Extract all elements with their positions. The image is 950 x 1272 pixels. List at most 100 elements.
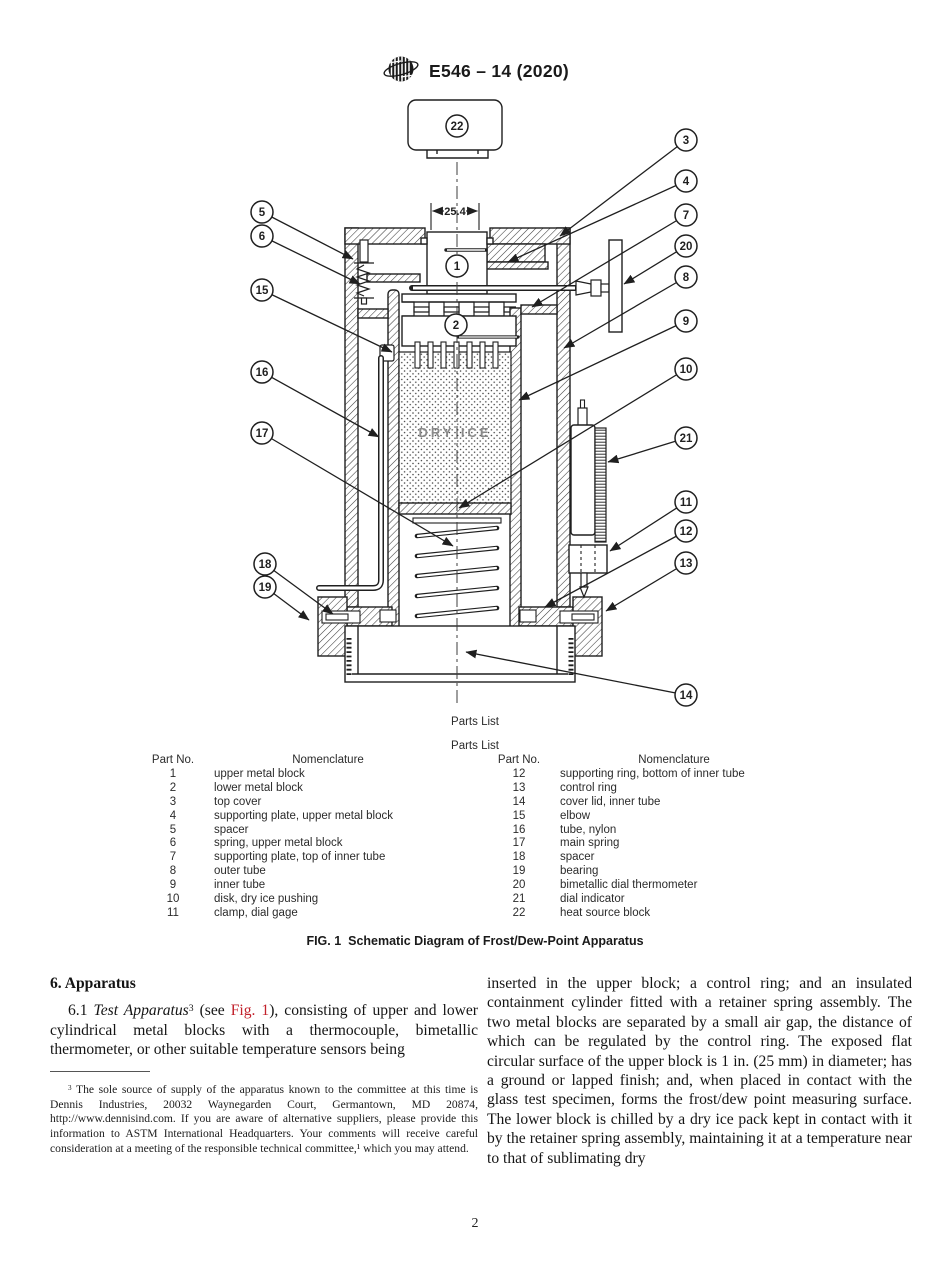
- callout-11: 11: [674, 490, 698, 514]
- parts-table-header: Part No. Nomenclature: [151, 754, 364, 766]
- callout-5: 5: [250, 200, 274, 224]
- standard-designation: E546 – 14 (2020): [428, 61, 570, 81]
- svg-text:17: 17: [256, 428, 269, 440]
- callout-10: 10: [674, 357, 698, 381]
- svg-text:22: 22: [451, 121, 464, 133]
- section-heading: 6. Apparatus: [50, 975, 136, 992]
- spacer-right: [559, 610, 599, 624]
- callout-7: 7: [674, 203, 698, 227]
- callout-leader-lines: [261, 139, 687, 696]
- svg-text:6: 6: [259, 231, 265, 243]
- figure-1-schematic-diagram: DRY ICE: [238, 85, 710, 717]
- callout-balloons: 1 2 22 3 4 7 20 8 9 10 21 11 12 13 14 5 …: [250, 114, 698, 707]
- svg-text:3: 3: [683, 135, 689, 147]
- callout-17: 17: [250, 421, 274, 445]
- dry-ice-label: DRY ICE: [418, 425, 491, 440]
- callout-13: 13: [674, 551, 698, 575]
- callout-16: 16: [250, 360, 274, 384]
- callout-19: 19: [253, 575, 277, 599]
- footnote-separator: [50, 1070, 150, 1072]
- svg-text:20: 20: [680, 241, 693, 253]
- svg-text:10: 10: [680, 364, 693, 376]
- callout-12: 12: [674, 519, 698, 543]
- supporting-plate-inner-tube-right: [520, 304, 558, 315]
- callout-15: 15: [250, 278, 274, 302]
- dimension-text: 25.4: [444, 206, 466, 218]
- svg-text:15: 15: [256, 285, 269, 297]
- page-header: E546 – 14 (2020): [0, 50, 950, 93]
- parts-table-header: Part No. Nomenclature: [497, 754, 710, 766]
- callout-14: 14: [674, 683, 698, 707]
- elbow-and-nylon-tube: [316, 344, 395, 591]
- svg-text:21: 21: [680, 433, 693, 445]
- callout-2: 2: [444, 313, 468, 337]
- svg-text:19: 19: [259, 582, 272, 594]
- callout-22: 22: [445, 114, 469, 138]
- svg-text:18: 18: [259, 559, 272, 571]
- svg-text:12: 12: [680, 526, 693, 538]
- bimetallic-dial-thermometer: [409, 239, 623, 333]
- left-column: 6. Apparatus 6.1 Test Apparatus3 (see Fi…: [50, 974, 478, 1168]
- spacer-left: [321, 610, 361, 624]
- dial-gage-clamp: [568, 544, 608, 574]
- callout-6: 6: [250, 224, 274, 248]
- callout-9: 9: [674, 309, 698, 333]
- figure-parts-list-label: Parts List: [451, 716, 499, 728]
- svg-text:4: 4: [683, 176, 690, 188]
- svg-text:5: 5: [259, 207, 266, 219]
- page-number: 2: [471, 1216, 479, 1231]
- base-shell: [344, 625, 576, 683]
- dry-ice-pushing-disk: [398, 502, 512, 524]
- svg-text:14: 14: [680, 690, 693, 702]
- figure-caption: FIG. 1 Schematic Diagram of Frost/Dew-Po…: [306, 934, 644, 948]
- supporting-ring-bottom-right: [519, 609, 537, 623]
- inner-tube-right-wall: [509, 307, 522, 642]
- callout-20: 20: [674, 234, 698, 258]
- svg-text:11: 11: [680, 497, 693, 509]
- supporting-ring-bottom-left: [379, 609, 397, 623]
- astm-logo-icon: [381, 50, 421, 93]
- svg-text:13: 13: [680, 558, 693, 570]
- callout-21: 21: [674, 426, 698, 450]
- callout-4: 4: [674, 169, 698, 193]
- supporting-plate-inner-tube-left: [357, 308, 389, 319]
- parts-table-title: Parts List: [451, 740, 499, 752]
- footnote-3: 3 The sole source of supply of the appar…: [50, 1083, 478, 1155]
- apparatus-cross-section: DRY ICE: [316, 99, 623, 683]
- dry-ice-region: DRY ICE: [398, 341, 512, 509]
- paragraph-right: inserted in the upper block; a control r…: [487, 975, 912, 1167]
- dimension-25-4: [430, 203, 480, 230]
- paragraph-6-1: 6.1 Test Apparatus3 (see Fig. 1), consis…: [50, 1002, 479, 1059]
- callout-1: 1: [445, 254, 469, 278]
- inner-tube-left-wall: [387, 289, 400, 642]
- body-text: 6. Apparatus 6.1 Test Apparatus3 (see Fi…: [50, 974, 912, 1168]
- fig-1-link[interactable]: Fig. 1: [230, 1002, 270, 1020]
- svg-text:1: 1: [454, 261, 461, 273]
- svg-text:9: 9: [683, 316, 689, 328]
- callout-18: 18: [253, 552, 277, 576]
- svg-text:2: 2: [453, 320, 459, 332]
- svg-text:8: 8: [683, 272, 690, 284]
- right-column: inserted in the upper block; a control r…: [487, 974, 912, 1168]
